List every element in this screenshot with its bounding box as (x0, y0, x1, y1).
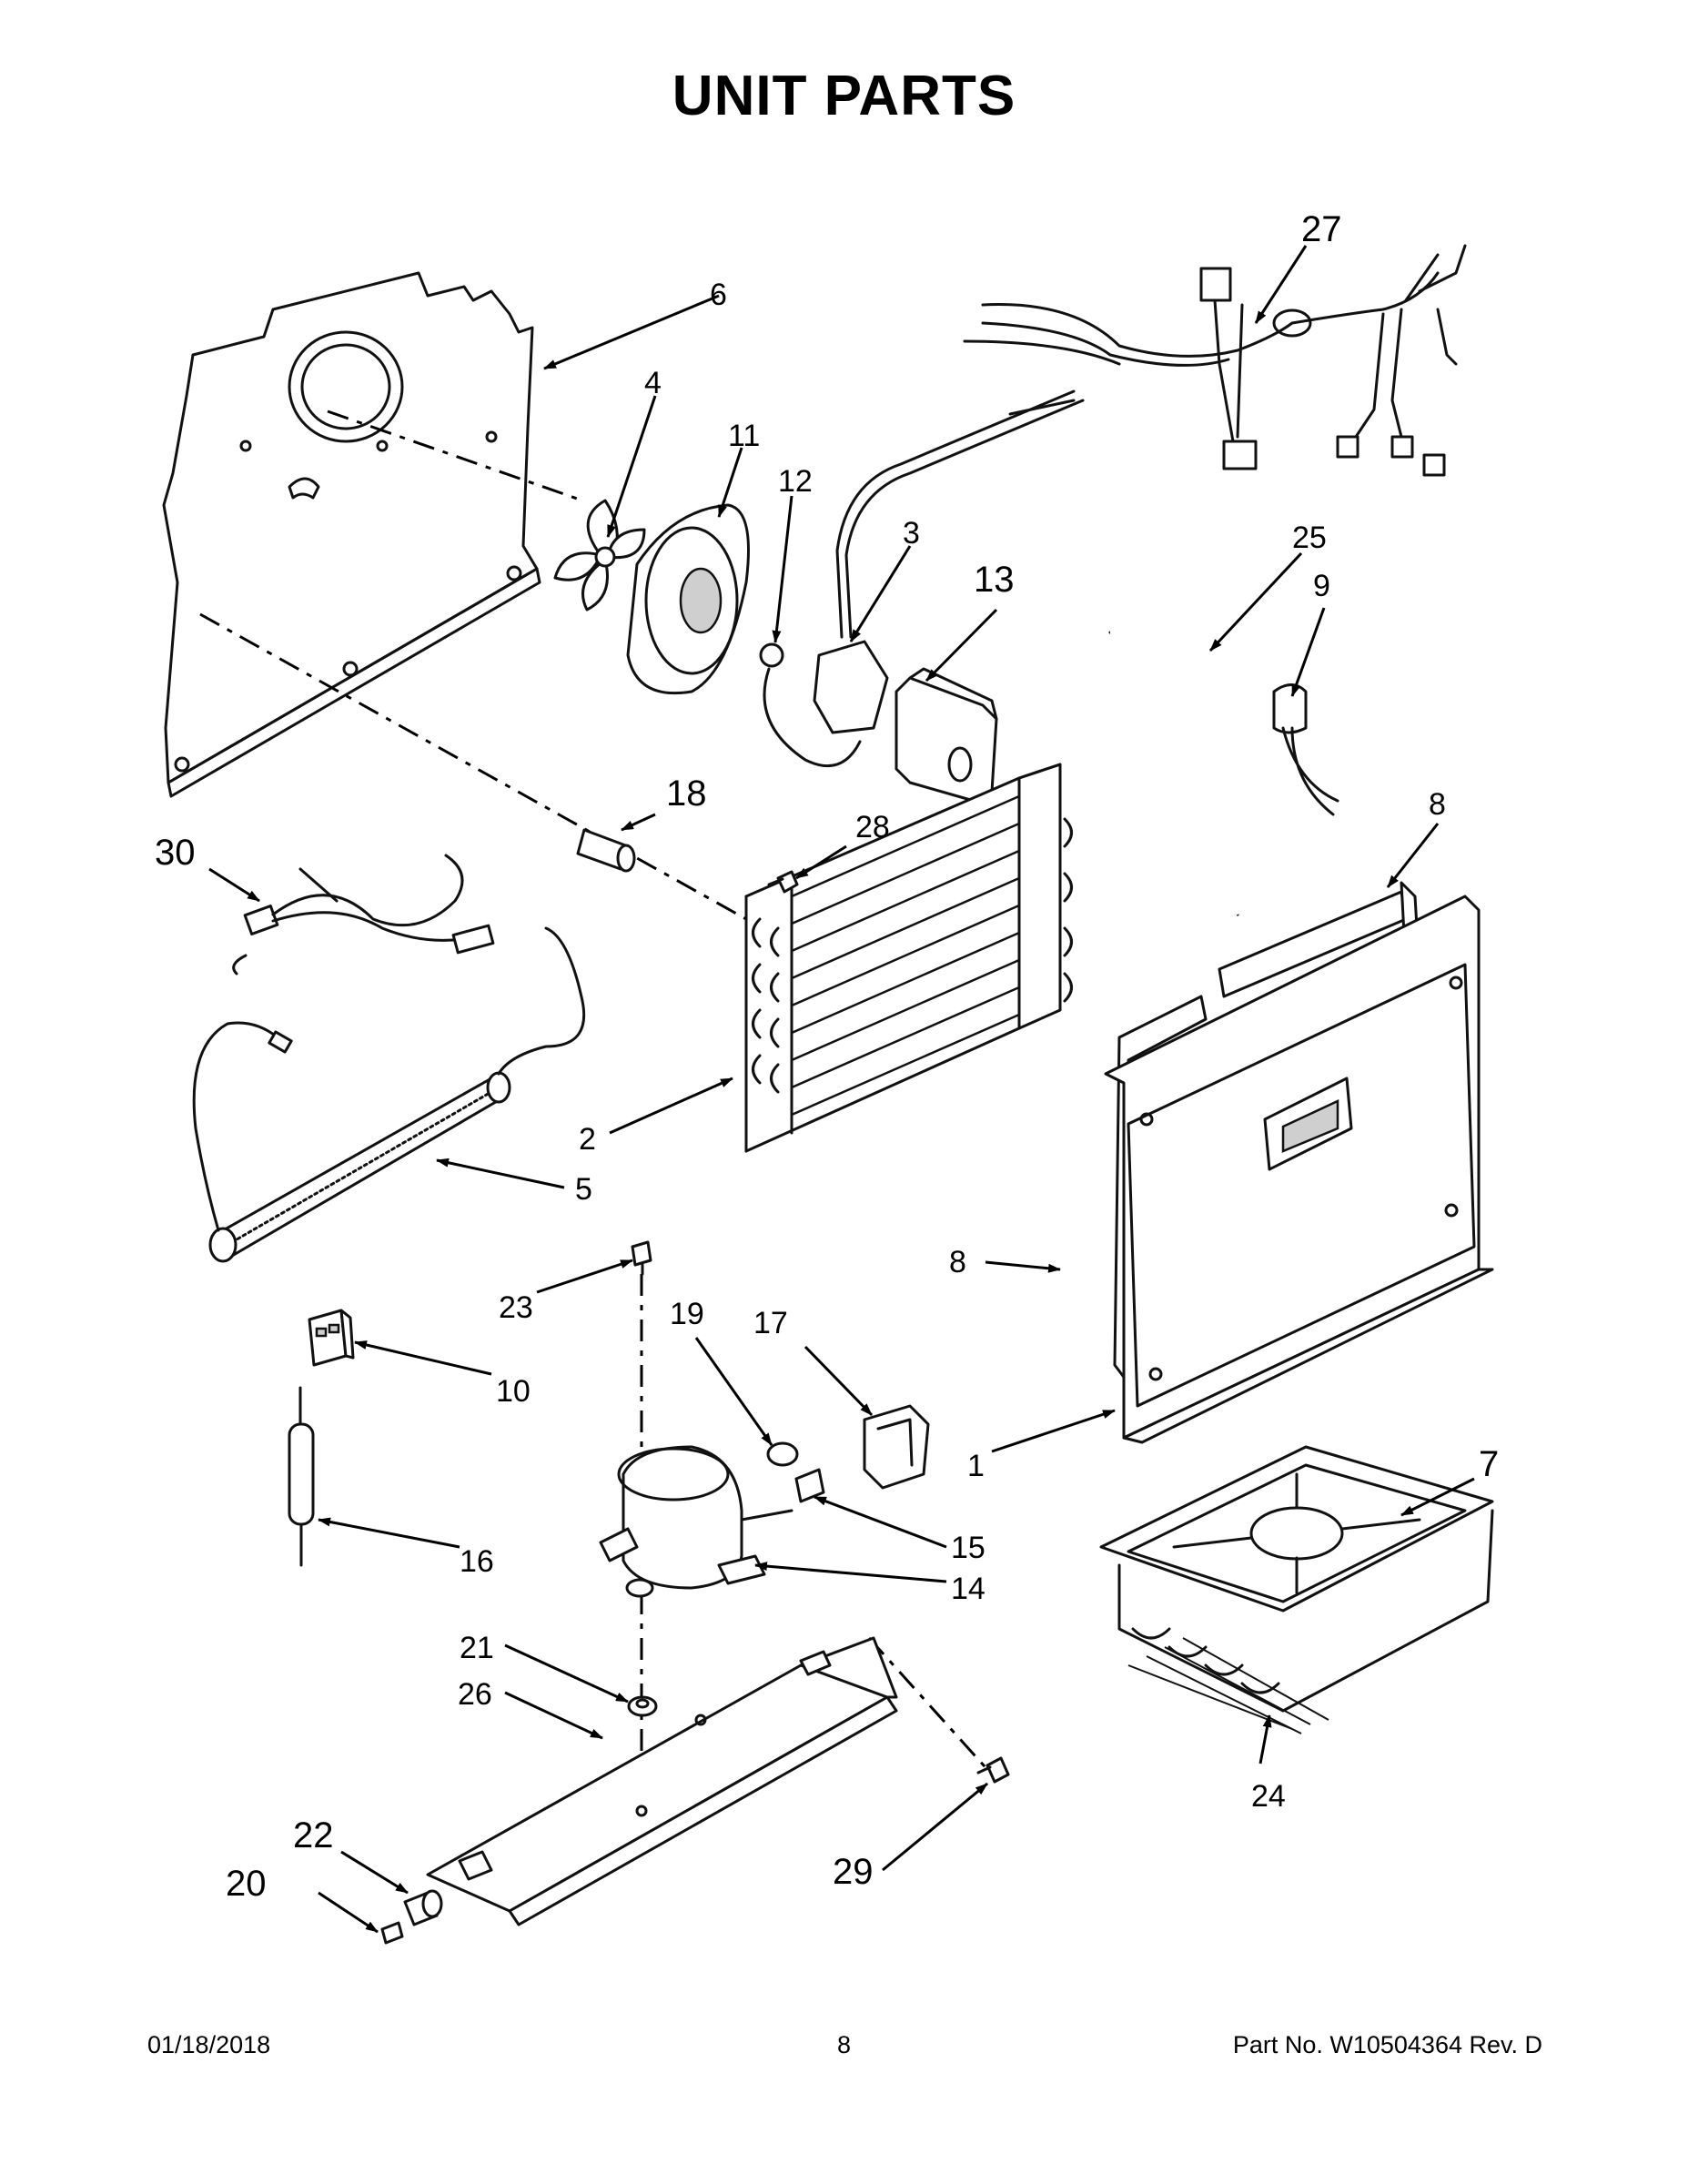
fan-motor-part (813, 389, 1085, 734)
motor-housing-part (895, 667, 998, 803)
callout-19: 19 (670, 1297, 704, 1331)
callout-22: 22 (293, 1815, 334, 1855)
callout-14: 14 (951, 1572, 986, 1606)
callout-8-top: 8 (1429, 787, 1446, 822)
fan-motor-bracket-part (626, 503, 750, 695)
defrost-thermostat-part (1272, 683, 1339, 816)
evaporator-cover-part (1104, 881, 1494, 1444)
page-title: UNIT PARTS (672, 65, 1016, 127)
callout-5: 5 (575, 1172, 592, 1207)
compressor-part (599, 1445, 793, 1598)
callout-26: 26 (458, 1677, 492, 1712)
defrost-cylinder-part (576, 828, 636, 873)
wire-harness-30-part (232, 854, 495, 976)
callout-12: 12 (778, 464, 813, 499)
callout-2: 2 (579, 1122, 596, 1157)
screw-29-part (976, 1756, 1010, 1784)
drain-pan-part (1099, 1445, 1494, 1734)
grommet-21-part (627, 1695, 658, 1717)
callout-16: 16 (460, 1544, 494, 1579)
callout-27: 27 (1301, 209, 1342, 249)
filter-drier-part (288, 1386, 315, 1567)
evaporator-coil-part (744, 763, 1073, 1153)
callout-1: 1 (967, 1449, 985, 1483)
footer-date: 01/18/2018 (147, 2031, 271, 2058)
callout-30: 30 (155, 833, 196, 873)
callout-23: 23 (499, 1290, 533, 1325)
defrost-heater-part (192, 926, 586, 1263)
callout-11: 11 (728, 419, 760, 453)
callout-4: 4 (644, 366, 662, 400)
footer-part-number: Part No. W10504364 Rev. D (1232, 2031, 1542, 2058)
callout-18: 18 (666, 774, 707, 814)
drain-tube-part (1108, 628, 1241, 916)
callout-7: 7 (1479, 1444, 1499, 1484)
callout-20: 20 (226, 1864, 267, 1904)
callout-6: 6 (710, 278, 727, 312)
fan-blade-part (553, 499, 646, 612)
callout-29: 29 (833, 1852, 874, 1892)
sleeve-20-part (380, 1921, 404, 1945)
start-device-part (794, 1468, 825, 1503)
main-wire-harness-part (963, 244, 1467, 477)
callout-13: 13 (974, 560, 1015, 600)
callout-25: 25 (1292, 521, 1327, 555)
callout-10: 10 (496, 1374, 531, 1409)
motor-clip-part (759, 642, 862, 768)
overload-part (766, 1441, 799, 1467)
callout-24: 24 (1251, 1779, 1286, 1814)
callout-9: 9 (1313, 569, 1330, 603)
back-panel-part (162, 271, 541, 798)
callout-15: 15 (951, 1531, 986, 1565)
grommet-22-part (403, 1889, 443, 1926)
callout-8-left: 8 (949, 1245, 966, 1279)
mounting-plate-part (426, 1636, 898, 1926)
screw-28-part (767, 870, 799, 894)
callout-28: 28 (855, 810, 890, 844)
screw-23-part (631, 1240, 652, 1276)
callout-21: 21 (460, 1631, 494, 1665)
callout-17: 17 (753, 1306, 788, 1340)
footer-page-number: 8 (836, 2031, 852, 2058)
relay-cover-part (863, 1404, 930, 1490)
callout-3: 3 (903, 516, 920, 551)
relay-part (308, 1309, 355, 1367)
